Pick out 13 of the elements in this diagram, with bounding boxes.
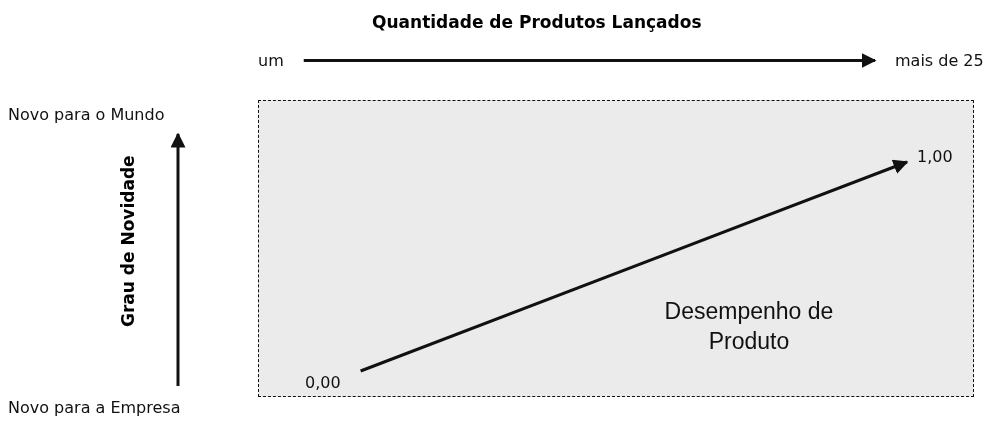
axis-end-label: Novo para a Empresa	[8, 398, 181, 417]
axis-end-label: mais de 25	[895, 51, 984, 70]
dashed-panel	[258, 100, 974, 397]
axis-end-label: um	[258, 51, 284, 70]
arrow	[360, 159, 909, 373]
arrow	[303, 53, 877, 68]
axis-end-label: 1,00	[917, 147, 953, 166]
axis-end-label: 0,00	[305, 373, 341, 392]
axis-end-label: Novo para o Mundo	[8, 105, 165, 124]
panel-text: Desempenho de Produto	[663, 297, 835, 356]
arrow	[170, 132, 186, 386]
axis-title: Quantidade de Produtos Lançados	[372, 12, 702, 32]
axis-title: Grau de Novidade	[118, 155, 138, 327]
